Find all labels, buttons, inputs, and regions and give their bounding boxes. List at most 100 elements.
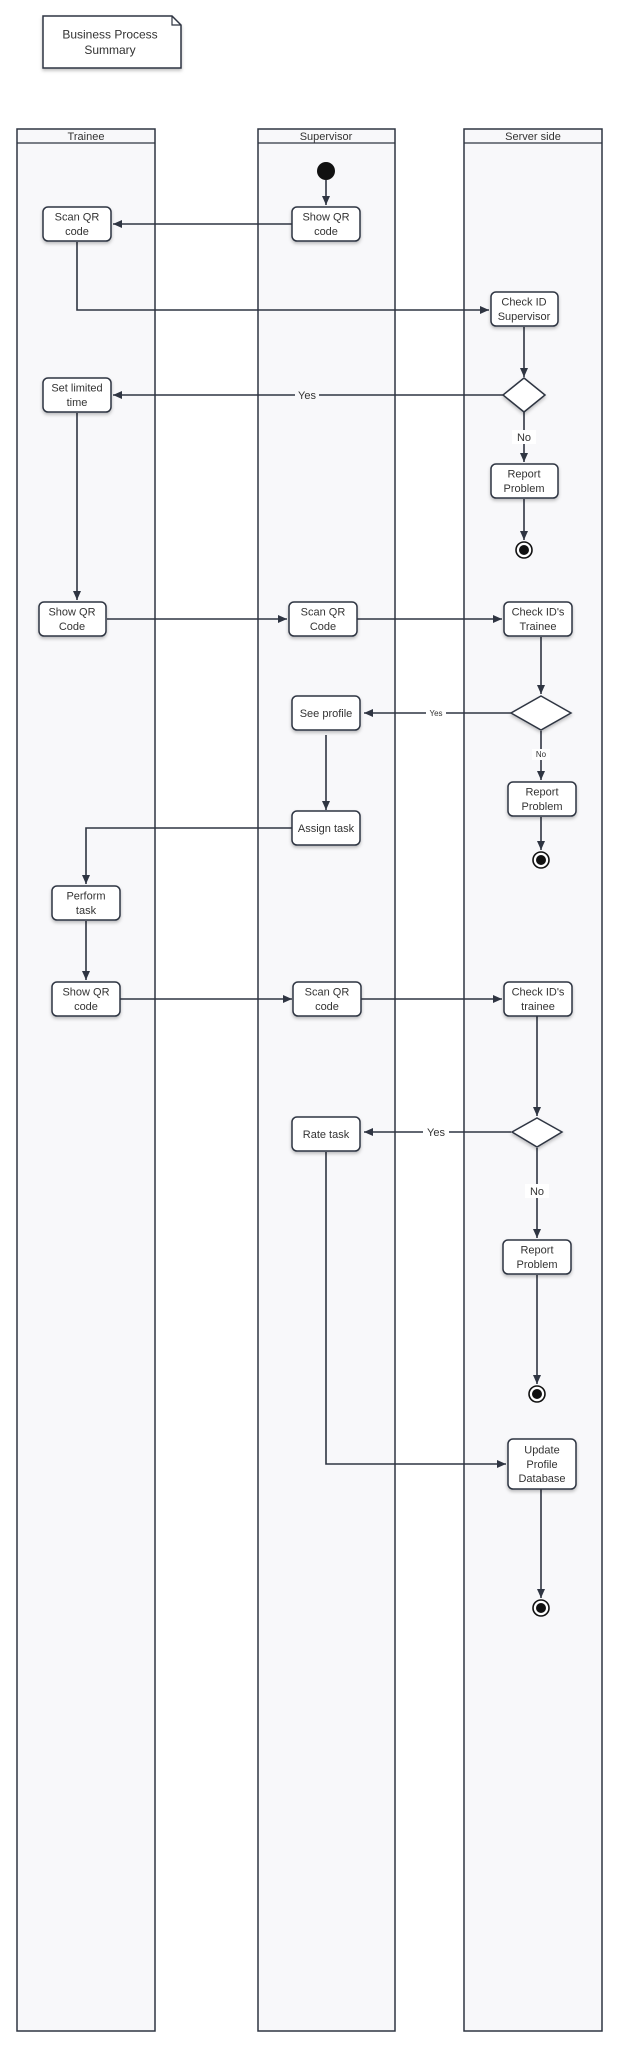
text-line: Problem [517,1259,558,1271]
node-scan-qr-code: Scan QR code [42,206,112,242]
label-no-3: No [530,1186,544,1198]
text-line: time [67,397,88,409]
svg-text:Assign task: Assign task [298,823,355,835]
text-line: Code [310,621,336,633]
text-line: Assign task [298,823,355,835]
node-see-profile: See profile [291,695,361,731]
text-line: Set limited [51,383,102,395]
node-check-id-supervisor: Check ID Supervisor [490,291,559,327]
text-line: Rate task [303,1129,350,1141]
text-line: Problem [522,801,563,813]
label-no-1: No [517,432,531,444]
text-line: See profile [300,708,353,720]
label-yes-2: Yes [429,709,442,718]
text-line: Trainee [520,621,557,633]
node-show-qr-code-3: Show QR code [51,981,121,1017]
text-line: Report [507,469,540,481]
text-line: Report [525,787,558,799]
node-show-qr-code-2: Show QR Code [38,601,107,637]
text-line: Update [524,1445,559,1457]
node-set-limited-time: Set limited time [42,377,112,413]
text-line: Database [518,1473,565,1485]
text-line: Perform [66,891,105,903]
final-nodes [515,541,550,1617]
lane-server-title: Server side [505,131,561,143]
text-line: Supervisor [498,311,551,323]
activity-nodes: Show QR code Scan QR code Check ID Supervis… [38,206,577,1490]
text-line: Show QR [62,987,109,999]
label-no-2: No [536,750,547,759]
text-line: Profile [526,1459,557,1471]
text-line: Check ID's [512,987,565,999]
edges [73,180,545,1598]
decision-trainee-valid-2 [510,1117,564,1148]
text-line: code [314,226,338,238]
text-line: Scan QR [301,607,346,619]
text-line: Show QR [302,212,349,224]
edge-rate-task-to-update-db [325,1152,506,1468]
text-line: Problem [504,483,545,495]
decision-supervisor-valid [501,377,547,413]
svg-text:Rate task: Rate task [303,1129,350,1141]
text-line: Scan QR [55,212,100,224]
node-scan-qr-code-2: Scan QR Code [288,601,358,637]
text-line: Check ID [501,297,546,309]
label-yes-1: Yes [298,390,316,402]
edge-assign-task-to-perform-task [82,827,292,884]
node-assign-task: Assign task [291,810,361,846]
end-node-3 [528,1385,546,1403]
text-line: task [76,905,97,917]
end-node-2 [532,851,550,869]
label-yes-3: Yes [427,1127,445,1139]
decision-nodes [501,377,573,1148]
start-node [317,162,335,180]
edge-scan-qr-to-check-supervisor [76,242,489,314]
text-line: code [315,1001,339,1013]
text-line: Summary [84,43,135,57]
lane-supervisor: Supervisor [257,128,396,2032]
lane-supervisor-title: Supervisor [300,131,353,143]
text-line: Show QR [48,607,95,619]
text-line: code [65,226,89,238]
svg-text:See profile: See profile [300,708,353,720]
lane-server: Server side [463,128,603,2032]
text-line: Code [59,621,85,633]
text-line: Business Process [62,27,157,41]
text-line: Report [520,1245,553,1257]
lane-trainee-title: Trainee [68,131,105,143]
end-node-1 [515,541,533,559]
edge-labels: Yes No Yes No Yes No [295,388,550,1198]
node-rate-task: Rate task [291,1116,361,1152]
node-perform-task: Perform task [51,885,121,921]
decision-trainee-valid-1 [509,695,573,731]
text-line: code [74,1001,98,1013]
lane-trainee: Trainee [16,128,156,2032]
text-line: Check ID's [512,607,565,619]
end-node-4 [532,1599,550,1617]
